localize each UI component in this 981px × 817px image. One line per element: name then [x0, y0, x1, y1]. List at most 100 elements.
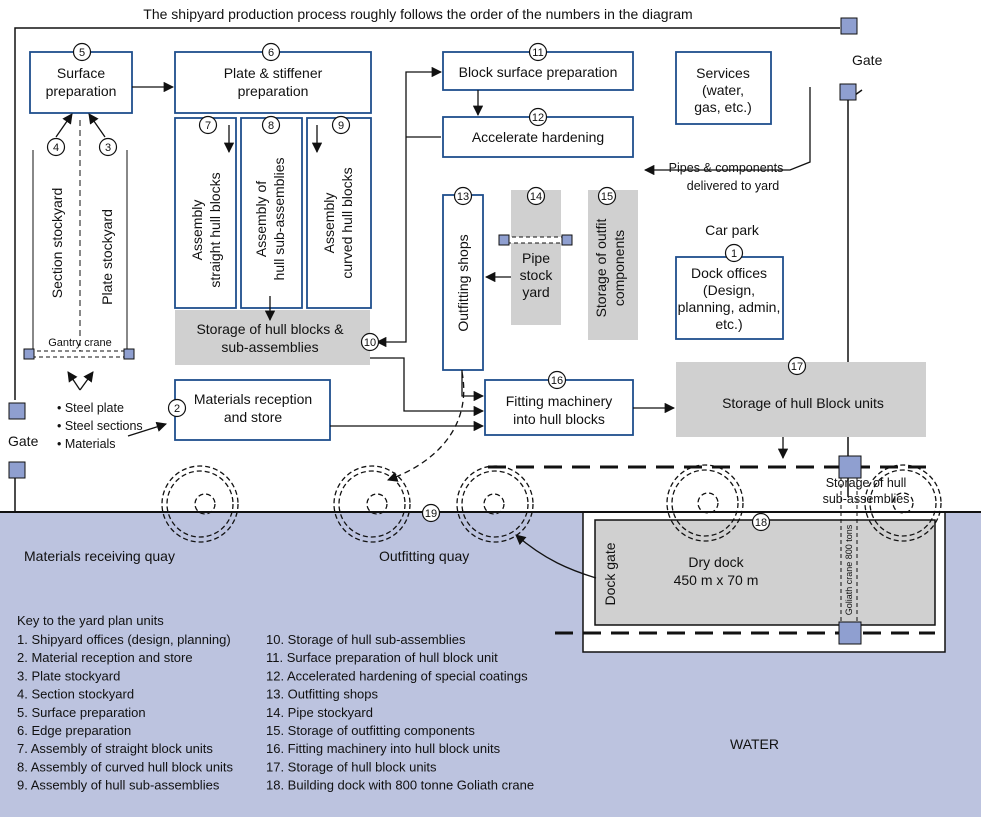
unit-7-label-line2: straight hull blocks	[207, 172, 223, 287]
unit-14-label-line3: yard	[522, 284, 549, 300]
hull-block-circle	[666, 464, 744, 542]
arrow-to-gantry-right	[79, 371, 94, 391]
key-item: 10. Storage of hull sub-assemblies	[266, 632, 466, 647]
unit-8-label-line1: Assembly of	[253, 181, 269, 257]
unit-6-number: 6	[268, 47, 274, 59]
unit-15-label-line2: components	[611, 230, 627, 306]
outfitting-quay-label: Outfitting quay	[379, 548, 469, 564]
goliath-crane-top-post	[838, 455, 862, 479]
arrow-to-gantry-left	[67, 371, 81, 391]
materials-list-item-1: • Steel plate	[57, 401, 124, 415]
arrow-13-to-16	[461, 370, 485, 402]
unit-5-box	[29, 51, 133, 114]
arrow-dry-dock-to-quay	[515, 534, 597, 579]
arrow-materials-to-2	[127, 421, 167, 437]
arrow-3-to-5	[88, 113, 106, 138]
unit-14-number-circle	[526, 186, 546, 206]
gate-top-post	[840, 17, 858, 35]
gantry-crane-rail	[29, 350, 129, 358]
arrow-4-to-5	[55, 113, 73, 138]
unit-4-number-circle	[46, 137, 66, 157]
key-column-1: 1. Shipyard offices (design, planning) 2.…	[17, 632, 234, 793]
key-item: 3. Plate stockyard	[17, 668, 120, 683]
unit-1-label-line1: Dock offices	[691, 265, 767, 281]
unit-3-number: 3	[105, 142, 111, 154]
unit-7-label-line1: Assembly	[189, 200, 205, 261]
pipe-crane-left-post	[498, 234, 510, 246]
storage-subassemblies-line1: Storage of hull	[826, 476, 907, 490]
key-item: 11. Surface preparation of hull block un…	[266, 650, 498, 665]
unit-15-number: 15	[601, 191, 613, 203]
unit-9-number: 9	[338, 120, 344, 132]
key-item: 9. Assembly of hull sub-assemblies	[17, 778, 220, 793]
unit-2-number-circle	[167, 398, 187, 418]
storage-subassemblies-line2: sub-assemblies	[823, 492, 910, 506]
services-line1: Services	[696, 65, 750, 81]
gantry-crane-right-post	[123, 348, 135, 360]
hull-block-circle	[864, 464, 942, 542]
unit-16-number: 16	[551, 375, 563, 387]
unit-12-number: 12	[532, 112, 544, 124]
water-label: WATER	[730, 736, 779, 752]
unit-16-number-circle	[547, 370, 567, 390]
unit-14-label-line1: Pipe	[522, 250, 550, 266]
unit-16-box	[484, 379, 634, 436]
unit-17-storage-area	[676, 362, 926, 437]
unit-8-number-circle	[261, 115, 281, 135]
key-item: 8. Assembly of curved hull block units	[17, 759, 234, 774]
unit-13-number: 13	[457, 191, 469, 203]
key-item: 2. Material reception and store	[17, 650, 193, 665]
unit-5-label-line2: preparation	[46, 83, 117, 99]
unit-7-box	[174, 117, 237, 309]
key-title: Key to the yard plan units	[17, 613, 164, 628]
unit-19-number: 19	[425, 508, 437, 520]
unit-7-number: 7	[205, 120, 211, 132]
unit-19-number-circle	[421, 503, 441, 523]
unit-5-number-circle	[72, 42, 92, 62]
unit-8-number: 8	[268, 120, 274, 132]
arrow-10-to-11	[375, 66, 443, 348]
pipes-note-line1: Pipes & components	[669, 161, 784, 175]
unit-9-label-line1: Assembly	[321, 193, 337, 254]
services-box	[675, 51, 772, 125]
materials-list-item-2: • Steel sections	[57, 419, 143, 433]
key-item: 17. Storage of hull block units	[266, 759, 437, 774]
gate-left-upper-post	[8, 402, 26, 420]
unit-11-number: 11	[532, 47, 543, 59]
yard-boundary-top	[14, 27, 840, 400]
unit-16-label-line2: into hull blocks	[513, 411, 605, 427]
unit-8-box	[240, 117, 303, 309]
key-item: 16. Fitting machinery into hull block un…	[266, 741, 501, 756]
hull-block-circle	[456, 465, 534, 543]
unit-9-number-circle	[331, 115, 351, 135]
unit-10-label-line1: Storage of hull blocks &	[196, 321, 344, 337]
gantry-crane-left-post	[23, 348, 35, 360]
unit-number-circles	[46, 42, 807, 532]
key-item: 1. Shipyard offices (design, planning)	[17, 632, 231, 647]
hull-block-circle	[161, 465, 239, 543]
arrow-10-to-16	[370, 357, 485, 417]
goliath-crane-label: Goliath crane 800 tons	[844, 524, 854, 615]
key-item: 12. Accelerated hardening of special coa…	[266, 668, 528, 683]
unit-3-label: Plate stockyard	[99, 209, 115, 305]
unit-4-number: 4	[53, 142, 59, 154]
key-item: 15. Storage of outfitting components	[266, 723, 475, 738]
unit-12-number-circle	[528, 107, 548, 127]
unit-17-number: 17	[791, 361, 803, 373]
key-item: 7. Assembly of straight block units	[17, 741, 213, 756]
unit-1-box	[675, 256, 784, 340]
unit-13-label: Outfitting shops	[455, 234, 471, 331]
key-item: 18. Building dock with 800 tonne Goliath…	[266, 778, 534, 793]
unit-11-number-circle	[528, 42, 548, 62]
unit-1-label-line2: (Design,	[703, 282, 755, 298]
gate-right-label: Gate	[852, 52, 883, 68]
dock-gate-label: Dock gate	[602, 542, 618, 605]
unit-10-storage-area	[175, 310, 370, 365]
unit-10-label-line2: sub-assemblies	[221, 339, 318, 355]
unit-13-number-circle	[453, 186, 473, 206]
car-park-label: Car park	[705, 222, 760, 238]
key-item: 6. Edge preparation	[17, 723, 131, 738]
unit-9-label-line2: curved hull blocks	[339, 167, 355, 278]
unit-2-label-line2: and store	[224, 409, 283, 425]
